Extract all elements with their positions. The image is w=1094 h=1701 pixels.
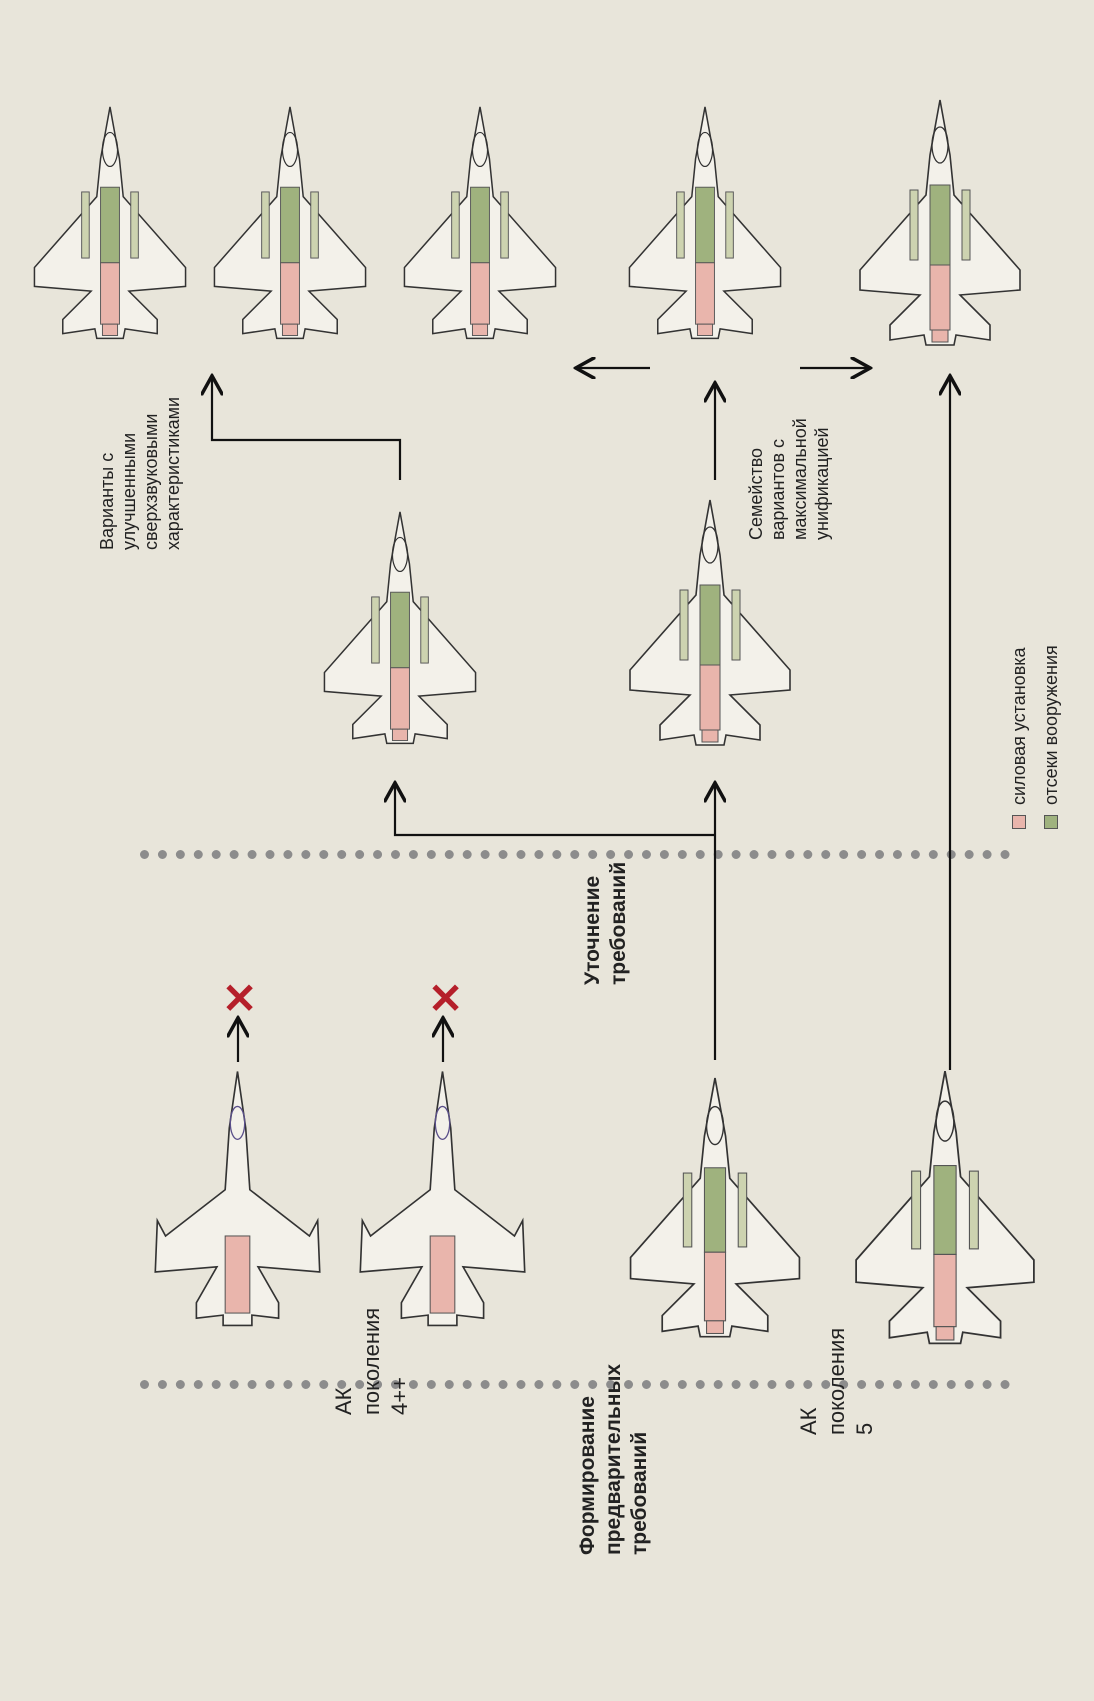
- legend-label-weapons: отсеки вооружения: [1041, 645, 1061, 805]
- aircraft-family-1: [395, 90, 565, 360]
- aircraft-gen4-1: [145, 1065, 330, 1335]
- legend-swatch-weapons: [1044, 815, 1058, 829]
- aircraft-supersonic-2: [205, 90, 375, 360]
- aircraft-family-3: [850, 85, 1030, 365]
- legend-label-engine: силовая установка: [1009, 647, 1029, 805]
- rejected-x-icon: ✕: [428, 975, 464, 1022]
- stage-divider-2: [140, 1380, 1010, 1389]
- label-gen4: АК поколения 4++: [331, 1307, 412, 1415]
- aircraft-gen5-2: [845, 1065, 1045, 1355]
- label-supersonic-variants: Варианты с улучшенными сверхзвуковыми ха…: [97, 396, 183, 550]
- label-gen5: АК поколения 5: [796, 1327, 877, 1435]
- stage-divider-1: [140, 850, 1010, 859]
- aircraft-refined-1: [315, 495, 485, 765]
- legend-swatch-engine: [1012, 815, 1026, 829]
- rejected-x-icon: ✕: [222, 975, 258, 1022]
- label-family-variants: Семейство вариантов с максимальной унифи…: [746, 418, 832, 540]
- aircraft-family-2: [620, 90, 790, 360]
- label-stage-preliminary: Формирование предварительных требований: [576, 1363, 651, 1555]
- label-stage-refine: Уточнение требований: [581, 861, 630, 985]
- aircraft-gen4-2: [350, 1065, 535, 1335]
- aircraft-supersonic-1: [25, 90, 195, 360]
